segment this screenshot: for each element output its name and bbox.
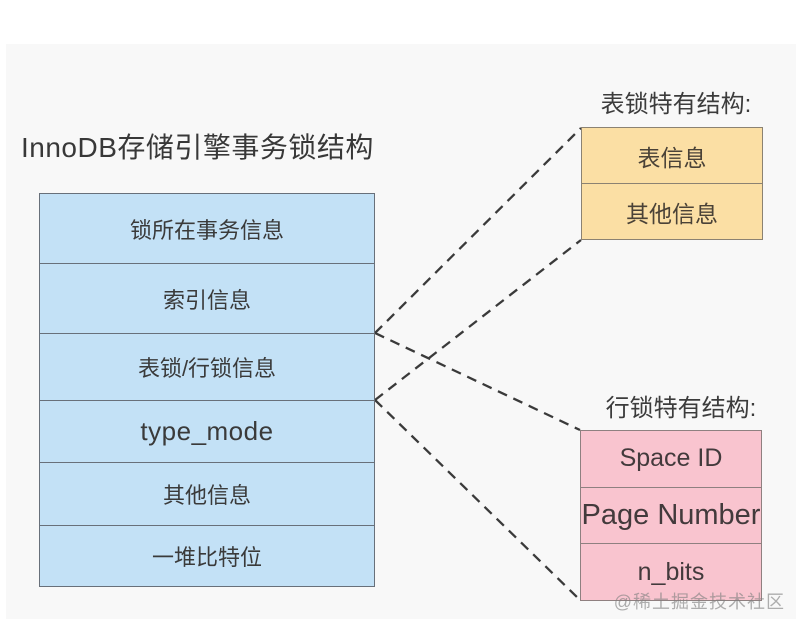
lock-structure-row: 锁所在事务信息 [129,217,284,243]
lock-structure-row: type_mode [40,400,374,462]
table-lock-structure-box: 表信息 其他信息 [581,127,763,240]
lock-structure-row: 其他信息 [40,462,374,525]
watermark: @稀土掘金技术社区 [613,592,785,612]
lock-structure-row: 表锁/行锁信息 [40,333,374,400]
lock-structure-row: 索引信息 [40,263,374,333]
table-lock-section-label: 表锁特有结构: [600,91,752,118]
table-lock-row: 其他信息 [582,183,762,239]
row-lock-row: n_bits [581,543,761,600]
lock-structure-table: 锁所在事务信息 索引信息 表锁/行锁信息 type_mode 其他信息 一堆比特… [39,193,375,587]
lock-structure-row: 一堆比特位 [40,525,374,585]
table-lock-row: 表信息 [637,144,707,171]
row-lock-section-label: 行锁特有结构: [605,395,757,422]
diagram-title: InnoDB存储引擎事务锁结构 [21,132,374,163]
row-lock-structure-box: Space ID Page Number n_bits [580,430,762,601]
row-lock-row: Page Number [581,486,761,544]
row-lock-row: Space ID [619,444,723,473]
